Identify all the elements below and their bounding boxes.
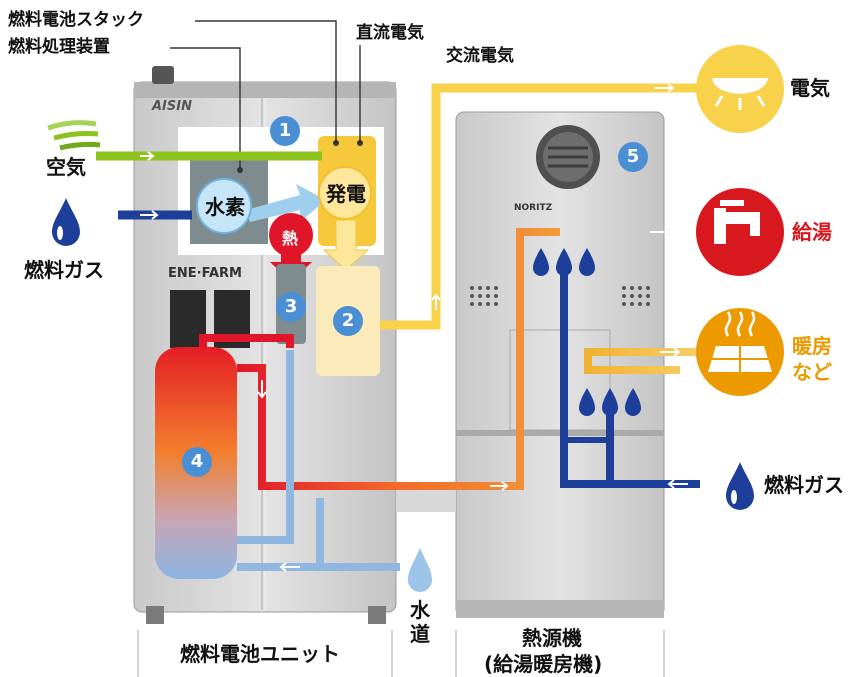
hot-water-line — [237, 228, 560, 490]
vent-grille-icon — [470, 286, 650, 306]
badge-5: 5 — [618, 142, 648, 172]
faucet-icon — [696, 188, 784, 276]
water-drop-icon — [408, 548, 432, 592]
badge-2: 2 — [333, 306, 363, 336]
hydrogen-arrow — [246, 184, 326, 222]
label-fuel-cell-stack: 燃料電池スタック — [8, 10, 144, 30]
badge-3: 3 — [276, 292, 306, 322]
burner-flame-icon — [533, 248, 641, 416]
label-hydrogen: 水素 — [205, 195, 245, 219]
floor-heating-icon — [696, 308, 784, 396]
label-supply: 道 — [410, 622, 430, 646]
label-electricity: 電気 — [790, 76, 830, 100]
label-air: 空気 — [46, 155, 86, 179]
heating-line — [584, 348, 700, 374]
cold-return-line — [237, 350, 294, 544]
lamp-icon — [696, 45, 784, 133]
label-fuel-gas-right: 燃料ガス — [764, 473, 844, 497]
label-heat: 熱 — [282, 229, 299, 248]
label-heating-etc: など — [792, 360, 832, 384]
fuel-drop-icon — [52, 198, 80, 246]
label-water: 水 — [410, 598, 430, 622]
label-ac-power: 交流電気 — [446, 46, 514, 66]
brand-aisin: AISIN — [152, 99, 192, 114]
badge-1: 1 — [270, 116, 300, 146]
label-boiler: (給湯暖房機) — [484, 652, 603, 676]
exhaust-vent-icon — [536, 125, 600, 189]
label-heat-source: 熱源機 — [522, 626, 582, 650]
air-flow-icon — [47, 120, 101, 151]
label-generation: 発電 — [326, 182, 366, 206]
label-fuel-processor: 燃料処理装置 — [8, 37, 110, 57]
label-dc-power: 直流電気 — [356, 23, 424, 43]
label-hot-water-supply: 給湯 — [792, 220, 832, 244]
brand-noritz: NORITZ — [514, 203, 553, 213]
generation-circle — [318, 166, 372, 220]
power-down-arrow — [322, 219, 370, 271]
connecting-pipe — [396, 490, 456, 512]
label-heating: 暖房 — [792, 334, 832, 358]
fuel-gas-line-right — [560, 266, 700, 488]
label-fuel-cell-unit: 燃料電池ユニット — [180, 642, 340, 666]
badge-4: 4 — [182, 447, 212, 477]
brand-enefarm: ENE·FARM — [168, 266, 242, 281]
fuel-drop-icon-right — [726, 462, 754, 510]
hydrogen-circle — [196, 178, 252, 234]
label-fuel-gas-left: 燃料ガス — [24, 258, 104, 282]
